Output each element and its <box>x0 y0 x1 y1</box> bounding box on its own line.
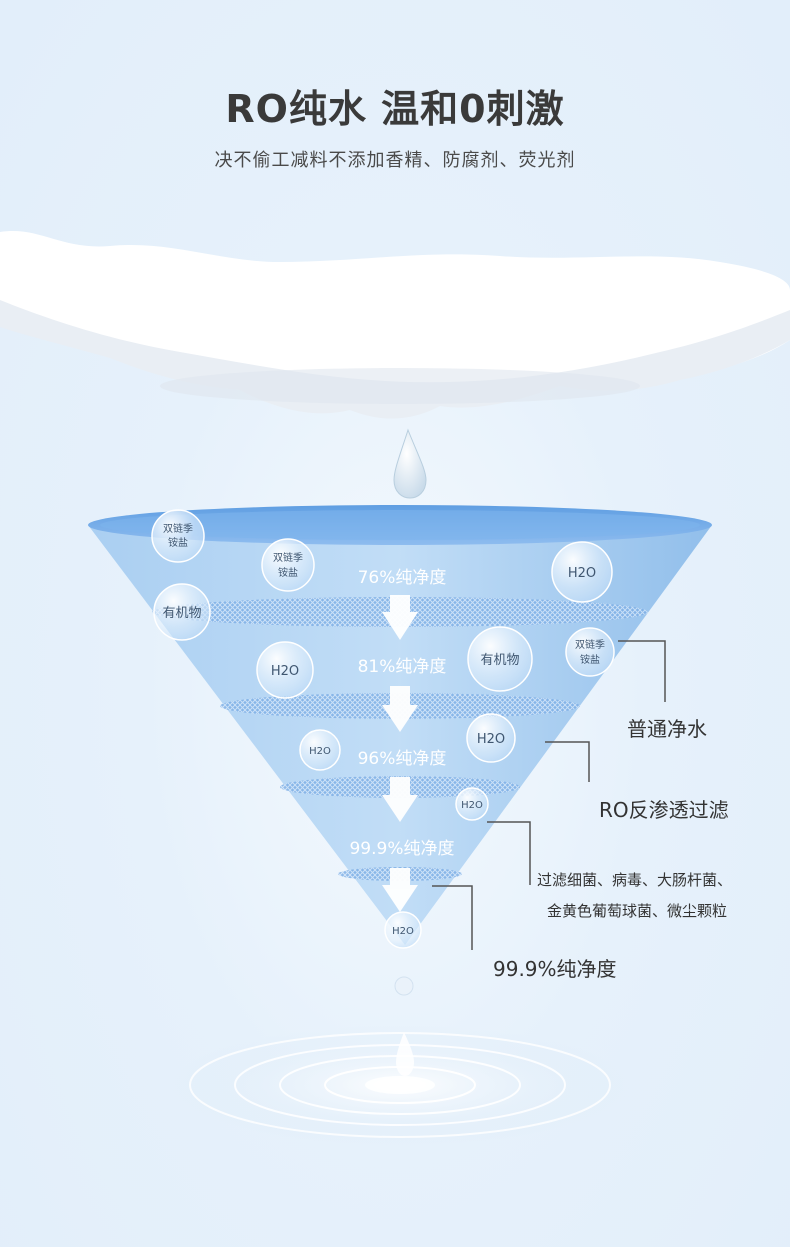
bubble-h2o-1: H2O <box>551 541 613 603</box>
water-ripple-illustration <box>170 1025 630 1145</box>
svg-text:H2O: H2O <box>392 926 414 937</box>
bubble-h2o-2: H2O <box>256 641 314 699</box>
svg-text:H2O: H2O <box>461 800 483 811</box>
stage-label-3: 96%纯净度 <box>358 749 447 769</box>
svg-text:双链季: 双链季 <box>163 522 193 535</box>
callout-filters-line2: 金黄色葡萄球菌、微尘颗粒 <box>547 902 728 920</box>
callout-lines <box>432 640 666 950</box>
svg-text:H2O: H2O <box>309 746 331 757</box>
svg-text:H2O: H2O <box>477 732 505 747</box>
cloud-illustration <box>0 231 790 419</box>
svg-text:H2O: H2O <box>271 664 299 679</box>
flow-arrows <box>382 595 418 912</box>
stage-label-2: 81%纯净度 <box>358 657 447 677</box>
callout-ordinary-water: 普通净水 <box>627 717 707 741</box>
svg-text:有机物: 有机物 <box>162 606 201 621</box>
filtration-funnel <box>88 505 712 945</box>
small-drop-icon <box>394 976 414 996</box>
svg-text:铵盐: 铵盐 <box>278 566 298 579</box>
svg-text:H2O: H2O <box>568 566 596 581</box>
svg-text:铵盐: 铵盐 <box>168 536 188 549</box>
callout-result: 99.9%纯净度 <box>493 957 617 981</box>
down-arrow-icon <box>382 686 418 732</box>
callout-ro-filter: RO反渗透过滤 <box>599 798 729 822</box>
stage-label-1: 76%纯净度 <box>358 568 447 588</box>
page-title: RO纯水 温和0刺激 <box>225 87 565 131</box>
bubble-h2o-5: H2O <box>455 787 489 821</box>
page-subtitle: 决不偷工减料不添加香精、防腐剂、荧光剂 <box>214 150 576 171</box>
bubble-ammonium-2: 双链季 铵盐 <box>261 538 315 592</box>
svg-text:双链季: 双链季 <box>575 638 605 651</box>
bubble-organic-2: 有机物 <box>467 626 533 692</box>
down-arrow-icon <box>382 595 418 640</box>
bubble-h2o-6: H2O <box>384 911 422 949</box>
stage-label-4: 99.9%纯净度 <box>349 839 454 859</box>
bubble-ammonium-3: 双链季 铵盐 <box>565 627 615 677</box>
svg-text:双链季: 双链季 <box>273 551 303 564</box>
bubble-h2o-4: H2O <box>466 713 516 763</box>
bubble-h2o-3: H2O <box>299 729 341 771</box>
bubble-organic-1: 有机物 <box>153 583 211 641</box>
bubble-ammonium-1: 双链季 铵盐 <box>151 509 205 563</box>
svg-text:有机物: 有机物 <box>480 653 519 668</box>
water-drop-icon <box>393 428 427 499</box>
down-arrow-icon <box>382 777 418 822</box>
svg-text:铵盐: 铵盐 <box>580 653 600 666</box>
callout-filters-line1: 过滤细菌、病毒、大肠杆菌、 <box>537 871 733 889</box>
down-arrow-icon <box>382 868 418 912</box>
